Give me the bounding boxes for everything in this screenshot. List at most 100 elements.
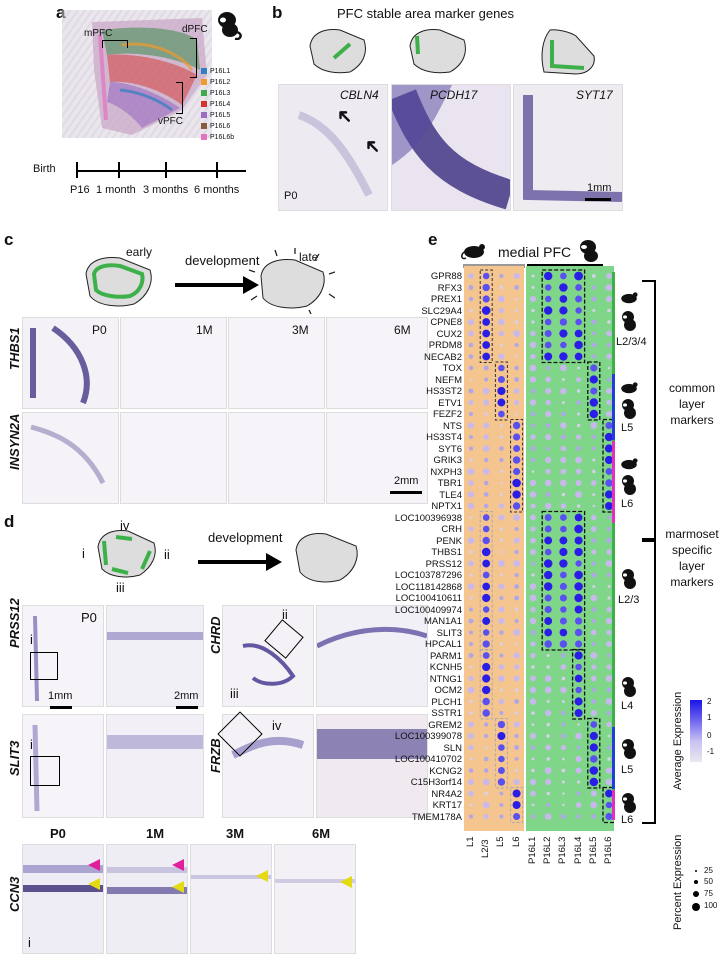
dot — [499, 688, 503, 692]
avg-tick-2: 0 — [707, 731, 712, 740]
dot — [590, 801, 598, 809]
dot — [607, 366, 611, 370]
dot — [483, 422, 490, 429]
dot — [590, 422, 598, 429]
ccn3-age-0: P0 — [50, 826, 66, 841]
chrd-overview-image — [222, 605, 314, 707]
dot — [468, 342, 474, 348]
thbs1-p0-image — [22, 317, 119, 409]
dot — [529, 594, 537, 602]
dot — [544, 813, 552, 820]
dot — [468, 285, 474, 290]
dot — [546, 365, 551, 371]
dot — [467, 422, 475, 429]
dot — [604, 455, 614, 465]
dot — [575, 663, 582, 671]
dot — [499, 273, 504, 279]
dot — [606, 745, 612, 750]
column-label: P16L4 — [572, 836, 584, 864]
dot — [530, 457, 536, 463]
panel-b-title: PFC stable area marker genes — [337, 6, 515, 21]
mouse-icon-l5 — [621, 382, 638, 394]
dot — [515, 355, 518, 358]
dpfc-label: dPFC — [182, 24, 208, 35]
cbln4-ish-image — [278, 84, 388, 211]
dot — [531, 768, 535, 773]
dot — [591, 319, 597, 325]
dot — [591, 342, 597, 348]
dot — [576, 504, 581, 508]
dot — [531, 573, 535, 577]
dot — [529, 399, 537, 406]
gene-row-label: RFX3 — [437, 282, 462, 294]
dot — [482, 685, 491, 695]
dot — [529, 778, 537, 786]
thbs1-row-label: THBS1 — [7, 327, 22, 370]
dot — [575, 686, 582, 694]
dot — [544, 341, 552, 349]
marmoset-background — [526, 266, 614, 831]
slit3-zoom-image — [106, 714, 204, 818]
dot — [574, 617, 583, 625]
dot — [606, 572, 612, 578]
cbln4-gene-label: CBLN4 — [340, 88, 379, 102]
dot — [544, 295, 552, 303]
dot — [546, 802, 551, 808]
dot — [606, 687, 612, 693]
dot — [561, 710, 566, 716]
gene-row-label: HPCAL1 — [425, 639, 462, 650]
pct-dot-50 — [694, 880, 698, 884]
gene-row-label: KRT17 — [432, 800, 462, 811]
legend-swatch — [201, 68, 207, 74]
dot — [574, 605, 583, 614]
dot — [498, 755, 505, 763]
dot — [482, 582, 491, 591]
dot — [544, 686, 552, 694]
dot — [575, 468, 582, 475]
dot — [483, 434, 489, 440]
gene-row-label: CRH — [441, 524, 462, 535]
dot — [513, 629, 520, 636]
dot — [514, 526, 519, 532]
dot — [561, 733, 566, 739]
dot — [467, 537, 475, 544]
dot — [559, 640, 568, 648]
dot — [591, 331, 596, 336]
dot — [513, 652, 520, 659]
dot — [560, 434, 566, 440]
dot — [561, 722, 566, 727]
magenta-l6-bracket-common — [612, 441, 615, 523]
dot — [589, 766, 599, 775]
dot — [574, 524, 583, 534]
dot — [606, 641, 612, 647]
dot — [498, 675, 505, 682]
dot — [498, 560, 505, 567]
dot — [483, 768, 489, 773]
pcdh17-schematic — [409, 29, 466, 74]
dot — [529, 617, 537, 625]
dot — [544, 605, 552, 614]
dot — [469, 458, 473, 462]
dot — [514, 320, 519, 324]
legend-swatch — [201, 123, 207, 129]
layer-tag-l4-marmoset: L4 — [621, 700, 634, 712]
dot — [498, 583, 505, 590]
legend-item-p16l3: P16L3 — [201, 88, 251, 98]
dot — [468, 365, 474, 371]
dot — [530, 606, 536, 613]
dot — [559, 283, 568, 292]
pct-tick-50: 50 — [704, 877, 713, 886]
dot — [559, 547, 568, 557]
dot — [546, 757, 550, 761]
gene-row-label: KCNG2 — [429, 765, 462, 777]
dot — [515, 642, 518, 646]
dot — [531, 308, 535, 313]
dot — [469, 665, 473, 669]
dot — [482, 697, 490, 706]
mouse-highlight-box — [479, 269, 493, 363]
timeline-label-3: 6 months — [194, 184, 240, 196]
dot — [530, 745, 536, 750]
dot — [469, 699, 473, 704]
dot — [545, 456, 552, 464]
dot — [605, 560, 613, 567]
